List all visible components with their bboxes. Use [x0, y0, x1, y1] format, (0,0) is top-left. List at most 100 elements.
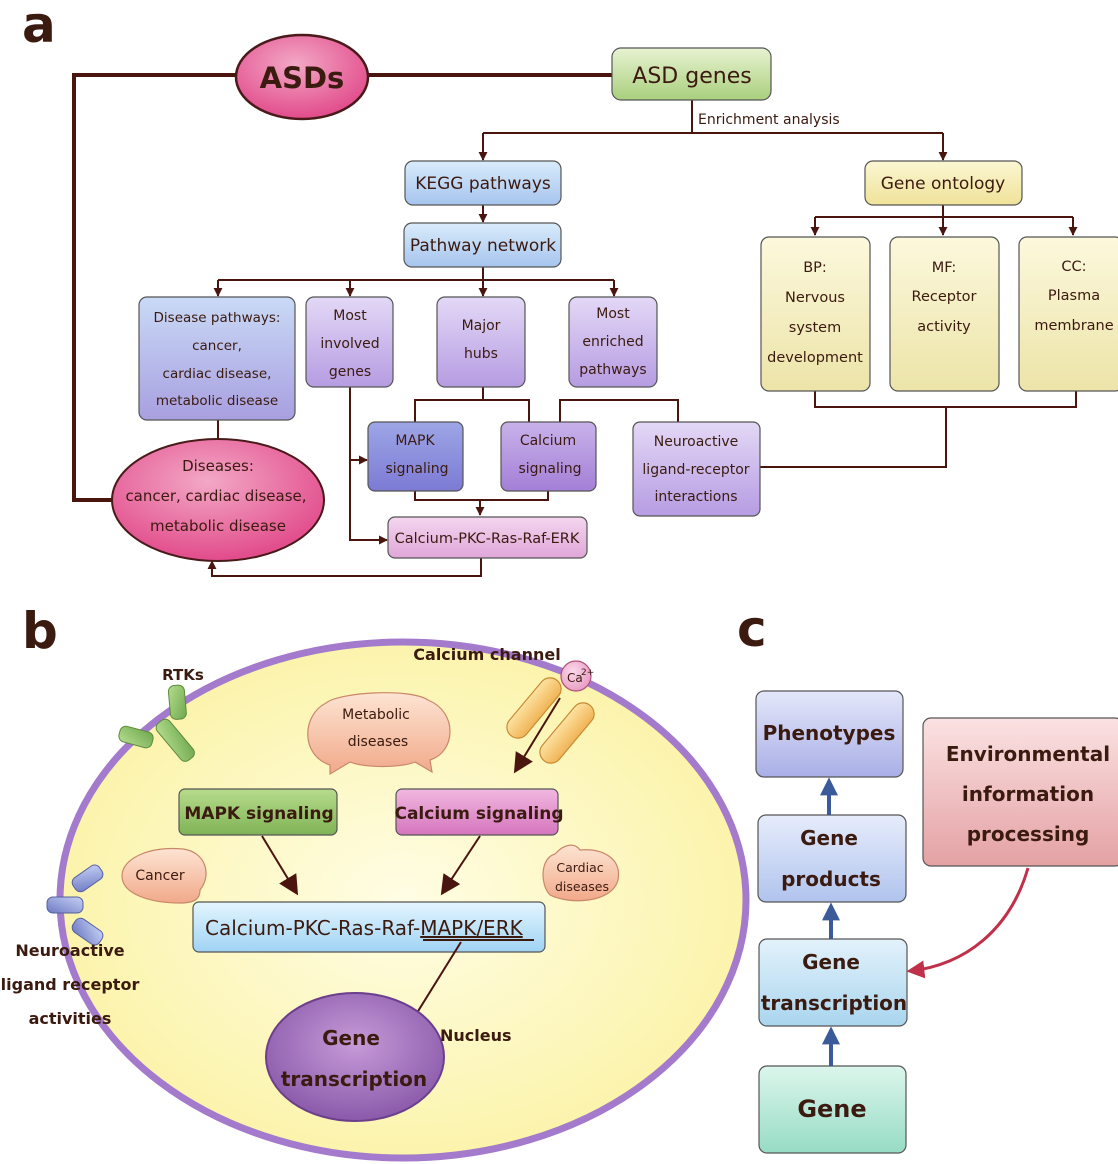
cc-line-3: membrane [1034, 318, 1113, 334]
phenotypes-node: Phenotypes [755, 690, 904, 778]
cascade-node-b: Calcium-PKC-Ras-Raf-MAPK/ERK [192, 901, 546, 953]
cardiac-diseases-bubble: Cardiac diseases [542, 844, 620, 902]
enrichment-analysis-label: Enrichment analysis [698, 112, 840, 128]
ca-ion-label: Ca [567, 671, 583, 685]
rtk-receptor-icon [118, 684, 195, 762]
neuroactive-receptor-icon [46, 864, 104, 946]
major-hubs-node: Major hubs [436, 296, 526, 388]
most-involved-line-3: genes [329, 364, 371, 380]
environmental-node: Environmental information processing [922, 717, 1118, 867]
most-involved-line-2: involved [320, 336, 379, 352]
pathway-network-label: Pathway network [410, 236, 556, 256]
mapk-b-label: MAPK signaling [184, 804, 333, 824]
gene-products-node: Gene products [757, 814, 907, 903]
cardiac-line-1: Cardiac [556, 860, 603, 875]
kegg-label: KEGG pathways [415, 174, 551, 194]
cc-line-1: CC: [1061, 259, 1086, 275]
calcium-signaling-node-a: Calcium signaling [500, 421, 597, 492]
mf-line-1: MF: [932, 260, 957, 276]
most-enriched-line-2: enriched [582, 334, 643, 350]
kegg-pathways-node: KEGG pathways [404, 160, 562, 206]
gene-products-line-1: Gene [800, 826, 858, 850]
gene-products-line-2: products [781, 867, 881, 891]
calcium-signaling-node-b: Calcium signaling [394, 788, 564, 836]
cascade-b-prefix: Calcium-PKC-Ras-Raf- [205, 916, 420, 940]
calcium-to-cascade-arrow [440, 835, 481, 896]
most-involved-line-1: Most [333, 308, 367, 324]
environmental-line-1: Environmental [946, 742, 1110, 766]
mapk-to-cascade-arrow [261, 835, 299, 896]
diseases-line-2: cancer, cardiac disease, [125, 487, 306, 505]
most-enriched-pathways-node: Most enriched pathways [568, 296, 658, 388]
gene-transcription-b-line-2: transcription [281, 1067, 427, 1091]
rtks-label: RTKs [162, 666, 204, 684]
major-hubs-line-2: hubs [464, 346, 498, 362]
neuroactive-a-line-1: Neuroactive [654, 434, 739, 450]
diseases-node: Diseases: cancer, cardiac disease, metab… [111, 438, 325, 562]
calcium-b-label: Calcium signaling [394, 804, 563, 824]
metabolic-diseases-bubble: Metabolic diseases [307, 692, 451, 776]
asd-genes-label: ASD genes [632, 64, 751, 89]
gene-transcription-b-line-1: Gene [322, 1026, 380, 1050]
cascade-b-underlined: MAPK/ERK [420, 916, 523, 940]
calcium-ion: Ca 2+ [560, 660, 594, 692]
metabolic-line-1: Metabolic [342, 707, 410, 723]
disease-pathways-line-1: Disease pathways: [154, 310, 281, 326]
cancer-label: Cancer [135, 868, 185, 884]
bp-line-1: BP: [803, 260, 827, 276]
neuroactive-b-line-2: ligand receptor [1, 975, 140, 994]
nucleus-label: Nucleus [440, 1026, 512, 1045]
disease-pathways-node: Disease pathways: cancer, cardiac diseas… [138, 296, 296, 421]
most-enriched-line-3: pathways [579, 362, 646, 378]
mf-line-2: Receptor [912, 289, 977, 305]
cascade-node-a: Calcium-PKC-Ras-Raf-ERK [387, 516, 588, 559]
gene-transcription-c-line-1: Gene [802, 950, 860, 974]
environmental-line-2: information [962, 782, 1094, 806]
cascade-b-text: Calcium-PKC-Ras-Raf-MAPK/ERK [205, 916, 524, 940]
gene-node: Gene [758, 1065, 907, 1154]
panel-label-b: b [22, 602, 58, 660]
diseases-line-3: metabolic disease [150, 517, 286, 535]
calcium-channel-icon [506, 677, 595, 764]
panel-a-connectors [72, 73, 1078, 577]
most-enriched-line-1: Most [596, 306, 630, 322]
major-hubs-line-1: Major [462, 318, 501, 334]
mf-node: MF: Receptor activity [889, 236, 1000, 392]
environment-to-transcription-arrow [906, 867, 1030, 979]
pathway-network-node: Pathway network [403, 222, 562, 268]
neuroactive-node-a: Neuroactive ligand-receptor interactions [632, 421, 761, 517]
bp-line-3: system [789, 320, 841, 336]
gene-transcription-node-c: Gene transcription [758, 938, 908, 1027]
disease-pathways-line-4: metabolic disease [156, 393, 278, 409]
calcium-influx-arrow [513, 697, 561, 774]
asds-label: ASDs [260, 61, 345, 95]
panel-label-c: c [737, 600, 767, 658]
phenotypes-label: Phenotypes [763, 721, 896, 745]
asd-genes-node: ASD genes [611, 47, 772, 101]
calcium-a-line-1: Calcium [520, 433, 576, 449]
bp-line-4: development [767, 350, 863, 366]
diseases-line-1: Diseases: [182, 457, 254, 475]
gene-ontology-node: Gene ontology [864, 160, 1023, 206]
mapk-a-line-1: MAPK [395, 433, 435, 449]
cancer-bubble: Cancer [121, 847, 207, 904]
mapk-signaling-node-a: MAPK signaling [367, 421, 464, 492]
asds-node: ASDs [234, 33, 370, 121]
calcium-channel-label: Calcium channel [413, 645, 560, 664]
cc-line-2: Plasma [1048, 288, 1100, 304]
cardiac-line-2: diseases [555, 879, 609, 894]
disease-pathways-line-2: cancer, [192, 338, 242, 354]
environmental-line-3: processing [967, 822, 1090, 846]
neuroactive-a-line-3: interactions [654, 489, 737, 505]
gene-ontology-label: Gene ontology [881, 174, 1006, 194]
bp-node: BP: Nervous system development [760, 236, 871, 392]
neuroactive-a-line-2: ligand-receptor [642, 462, 749, 478]
mapk-signaling-node-b: MAPK signaling [178, 788, 338, 836]
cascade-a-label: Calcium-PKC-Ras-Raf-ERK [395, 531, 580, 547]
metabolic-line-2: diseases [348, 734, 408, 750]
neuroactive-b-line-1: Neuroactive [15, 941, 124, 960]
gene-label: Gene [797, 1095, 866, 1123]
panel-label-a: a [22, 0, 56, 54]
bp-line-2: Nervous [785, 290, 845, 306]
